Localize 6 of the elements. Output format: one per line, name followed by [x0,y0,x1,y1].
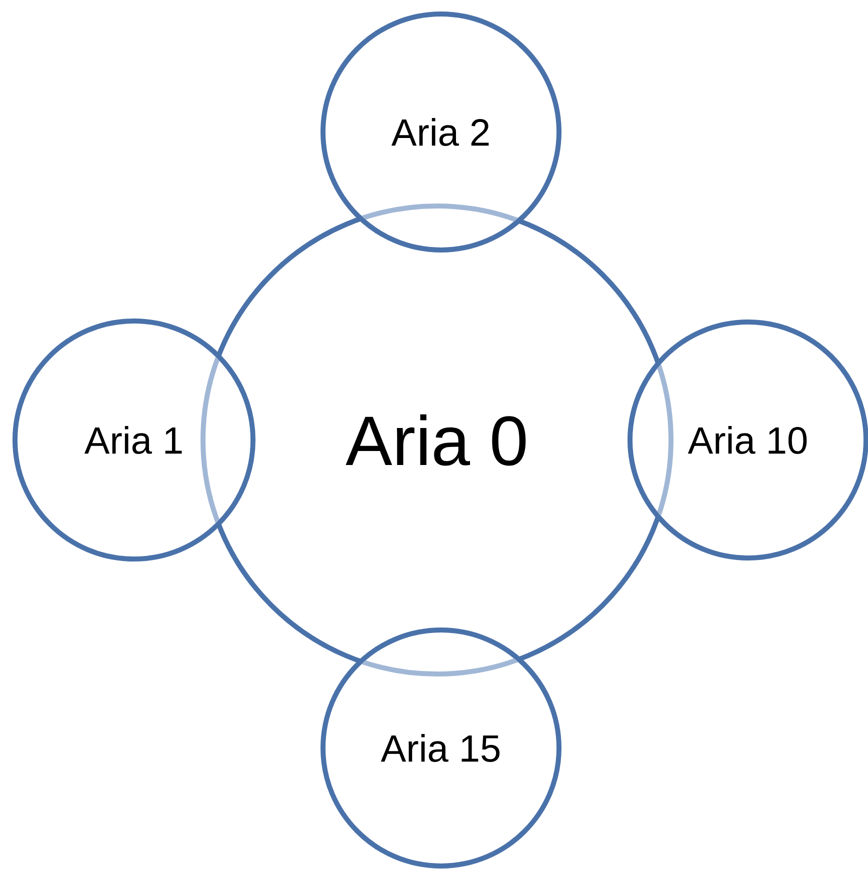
circle-node: Aria 15 [320,628,562,868]
circle-node: Aria 2 [320,12,562,253]
node-label: Aria 10 [688,426,807,454]
circle-node: Aria 10 [628,320,868,560]
circle-node: Aria 1 [12,318,256,562]
node-label: Aria 15 [380,734,500,762]
